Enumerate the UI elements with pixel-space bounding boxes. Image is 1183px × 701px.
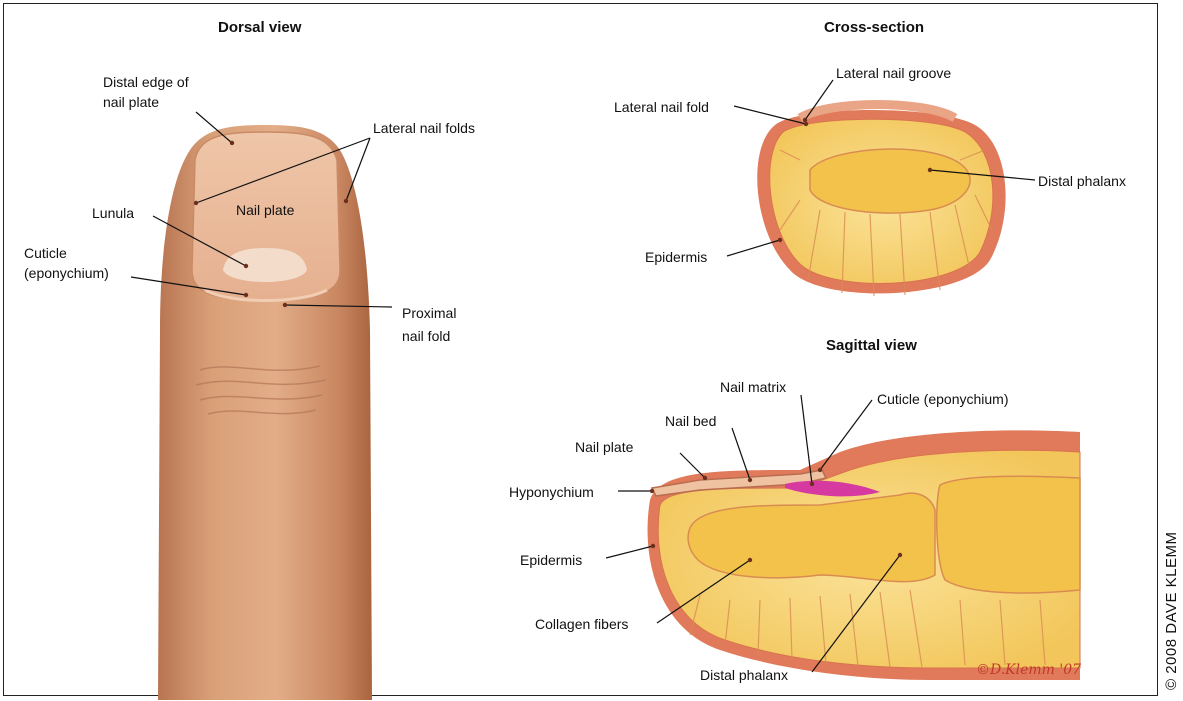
label-distal-edge-line2: nail plate [103, 94, 160, 110]
cuticle-shape [204, 288, 328, 302]
label-nail-bed: Nail bed [665, 413, 717, 429]
label-nail-plate: Nail plate [236, 202, 295, 218]
label-lateral-nail-folds: Lateral nail folds [373, 120, 475, 136]
label-sagittal-epidermis: Epidermis [520, 552, 583, 568]
label-sagittal-nail-plate: Nail plate [575, 439, 634, 455]
cross-section-diagram [757, 100, 1006, 297]
sagittal-nail-matrix [785, 480, 880, 497]
dorsal-view-title: Dorsal view [218, 19, 302, 36]
label-proximal-line2: nail fold [402, 328, 451, 344]
dorsal-finger [158, 125, 372, 700]
artist-signature: ©D.Klemm '07 [976, 662, 1082, 678]
sagittal-view-title: Sagittal view [826, 337, 917, 354]
sagittal-diagram [647, 430, 1081, 680]
dorsal-leader-lines [130, 111, 393, 308]
cross-septa [779, 149, 993, 297]
lunula-shape [223, 248, 307, 282]
sagittal-leader-lines [605, 394, 901, 673]
cross-nail-plate [797, 100, 958, 123]
label-collagen-fibers: Collagen fibers [535, 616, 629, 632]
label-distal-edge-line1: Distal edge of [103, 74, 189, 90]
sagittal-middle-phalanx [935, 475, 1081, 594]
label-sagittal-cuticle: Cuticle (eponychium) [877, 391, 1009, 407]
cross-leader-lines [726, 79, 1036, 257]
label-cuticle-line1: Cuticle [24, 245, 67, 261]
label-nail-matrix: Nail matrix [720, 379, 787, 395]
label-hyponychium: Hyponychium [509, 484, 594, 500]
sagittal-pointer-dots [649, 467, 903, 563]
knuckle-wrinkles [195, 365, 327, 415]
label-cuticle-line2: (eponychium) [24, 265, 109, 281]
sagittal-septa [689, 589, 1046, 668]
label-sagittal-distal-phalanx: Distal phalanx [700, 667, 788, 683]
sagittal-nail-plate [650, 469, 828, 497]
label-lunula: Lunula [92, 205, 135, 221]
cross-pointer-dots [777, 117, 933, 243]
cross-section-title: Cross-section [824, 19, 925, 36]
cross-distal-phalanx [809, 148, 971, 214]
label-lateral-nail-groove: Lateral nail groove [836, 65, 952, 81]
label-lateral-nail-fold: Lateral nail fold [614, 99, 709, 115]
copyright-notice: © 2008 DAVE KLEMM [1163, 531, 1180, 691]
label-cross-distal-phalanx: Distal phalanx [1038, 173, 1126, 189]
dorsal-pointer-dots [193, 140, 349, 308]
label-proximal-line1: Proximal [402, 305, 457, 321]
label-cross-epidermis: Epidermis [645, 249, 708, 265]
